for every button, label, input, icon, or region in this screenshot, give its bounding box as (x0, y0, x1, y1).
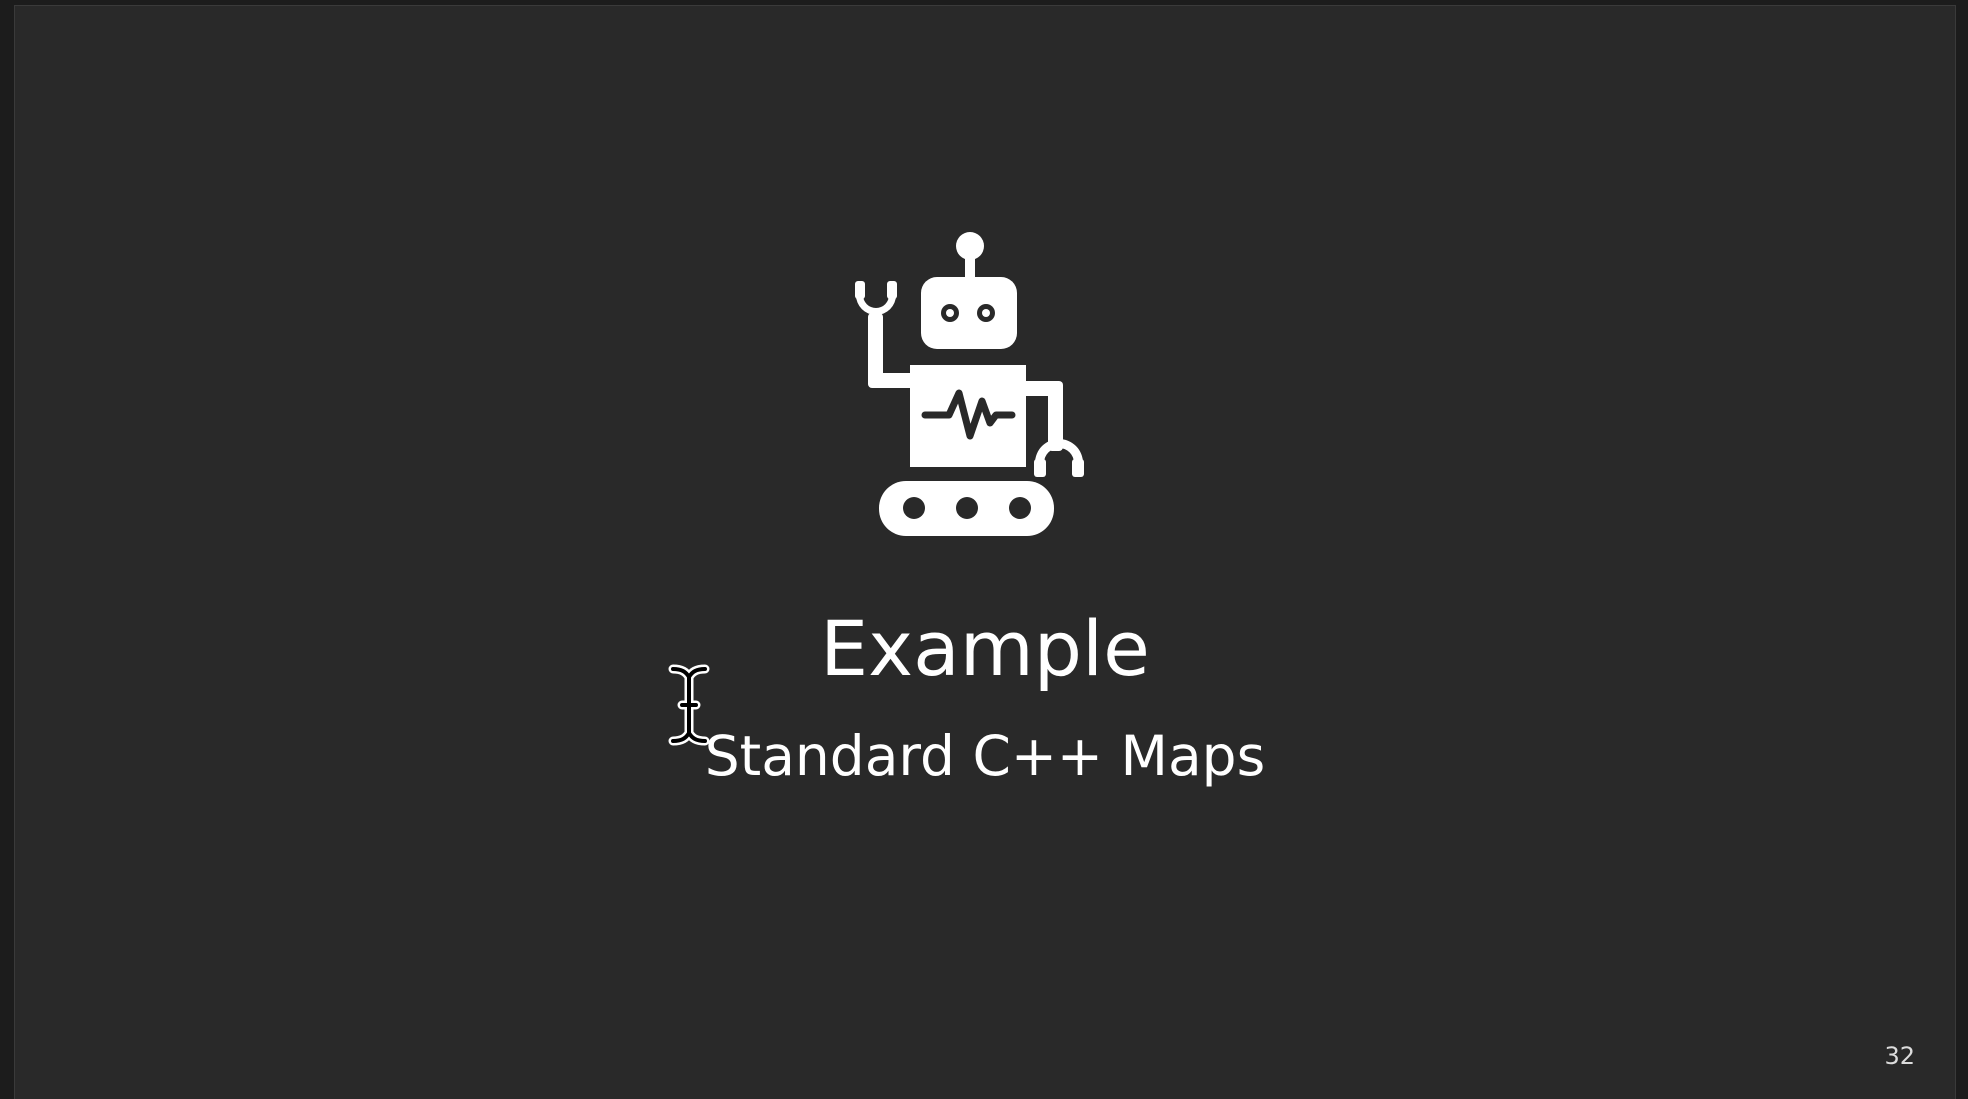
text-cursor-icon (668, 664, 710, 746)
robot-icon (855, 232, 1084, 536)
slide-page-number: 32 (1884, 1042, 1915, 1070)
slide-subtitle: Standard C++ Maps (704, 724, 1266, 788)
slide-title: Example (820, 604, 1150, 693)
presentation-slide: Example Standard C++ Maps 32 (14, 5, 1956, 1099)
